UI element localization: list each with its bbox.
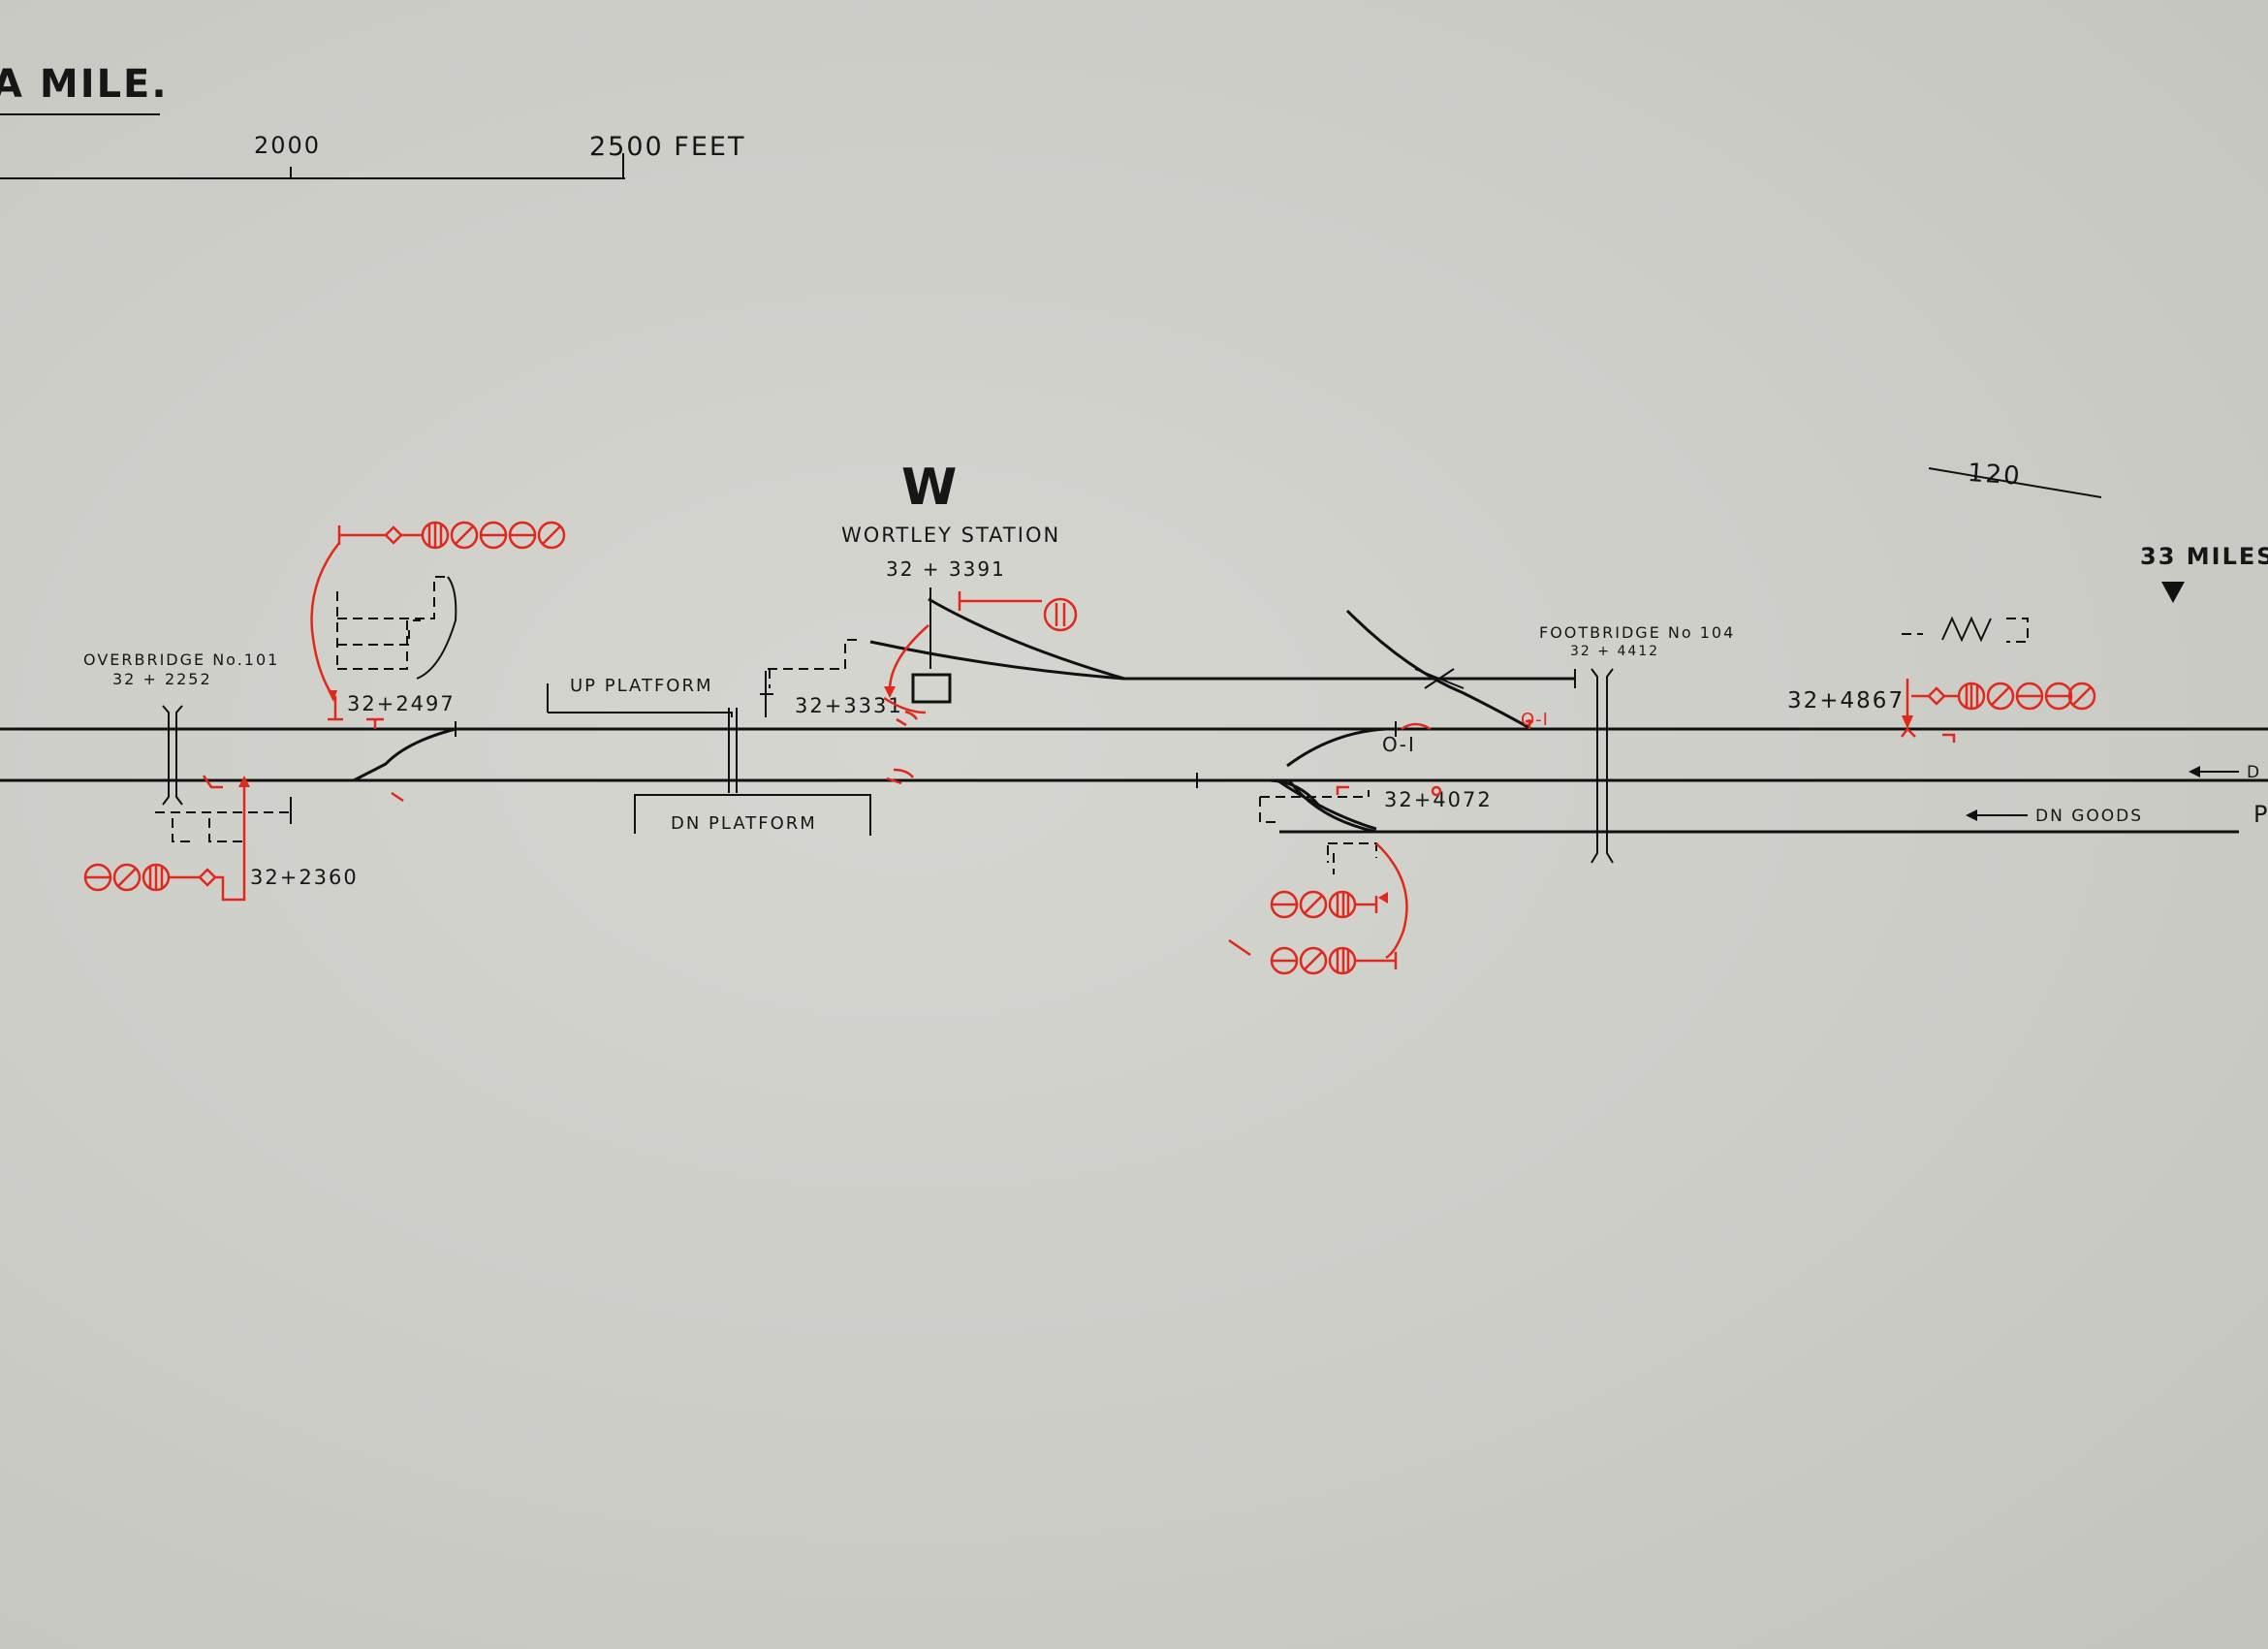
red-trap-symbol: O‑I [1521, 710, 1549, 730]
scale-label-2500: 2500 FEET [589, 132, 745, 162]
signal-group-west-upper [337, 521, 566, 550]
milepost-marker-icon [2161, 582, 2185, 603]
milepost-label: 33 MILES [2140, 543, 2268, 570]
crossover-west [353, 727, 457, 782]
up-loop-connection [1286, 727, 1387, 768]
overbridge-mileage: 32 + 2252 [112, 670, 212, 688]
yard-connection [1345, 609, 1532, 731]
station-siding-branch [928, 597, 1125, 681]
mileage-4072: 32+4072 [1384, 788, 1493, 811]
signal-group-station [883, 591, 1078, 785]
siding-diamond [1414, 668, 1465, 689]
signal-group-west-lower [83, 775, 250, 902]
dn-goods-arrow-icon [1966, 809, 1977, 821]
dn-main-arrow-icon [2189, 766, 2200, 777]
mileage-2497: 32+2497 [347, 692, 456, 715]
dn-main-fragment: D [2247, 763, 2261, 782]
trap-symbol: O‑I [1382, 733, 1416, 756]
overbridge-signal-dashes [155, 811, 291, 842]
station-ground-signals [768, 639, 857, 688]
signal-box [911, 673, 952, 704]
up-platform-label: UP PLATFORM [570, 676, 713, 696]
footbridge-mileage: 32 + 4412 [1570, 644, 1659, 659]
west-signal-link [416, 576, 457, 680]
scale-label-2000: 2000 [254, 132, 321, 159]
title-fragment: A MILE. [0, 62, 169, 107]
overbridge-name: OVERBRIDGE No.101 [83, 650, 279, 669]
signal-group-east [1901, 679, 2096, 743]
west-ground-signals [336, 576, 446, 670]
overbridge-symbol [162, 705, 183, 806]
up-platform-outline [547, 683, 733, 717]
station-name: WORTLEY STATION [841, 523, 1060, 547]
red-marker-2497 [366, 717, 384, 729]
footbridge-symbol [1591, 668, 1614, 864]
down-loop-spur [1269, 778, 1320, 806]
mileage-2360: 32+2360 [250, 866, 359, 889]
station-mileage: 32 + 3391 [886, 557, 1006, 581]
mileage-4867: 32+4867 [1787, 688, 1905, 714]
down-loop-entry [1276, 778, 1377, 831]
down-platform-outline [634, 794, 871, 836]
gradient-line [1928, 467, 2102, 498]
dn-goods-label: DN GOODS [2035, 807, 2143, 826]
signal-lead-west [310, 542, 340, 695]
down-platform-label: DN PLATFORM [671, 813, 817, 834]
station-siding [869, 640, 1575, 681]
edge-fragment: P [2253, 801, 2268, 828]
east-ground-signals [1902, 618, 2029, 643]
footbridge-name: FOOTBRIDGE No 104 [1539, 623, 1735, 642]
gradient-value: 120 [1967, 459, 2023, 492]
signal-group-loop [1228, 785, 1408, 975]
mileage-3331: 32+3331 [795, 694, 903, 717]
station-code: W [901, 459, 959, 517]
red-loop-arc [1401, 722, 1432, 731]
red-point-marker [1431, 785, 1442, 797]
